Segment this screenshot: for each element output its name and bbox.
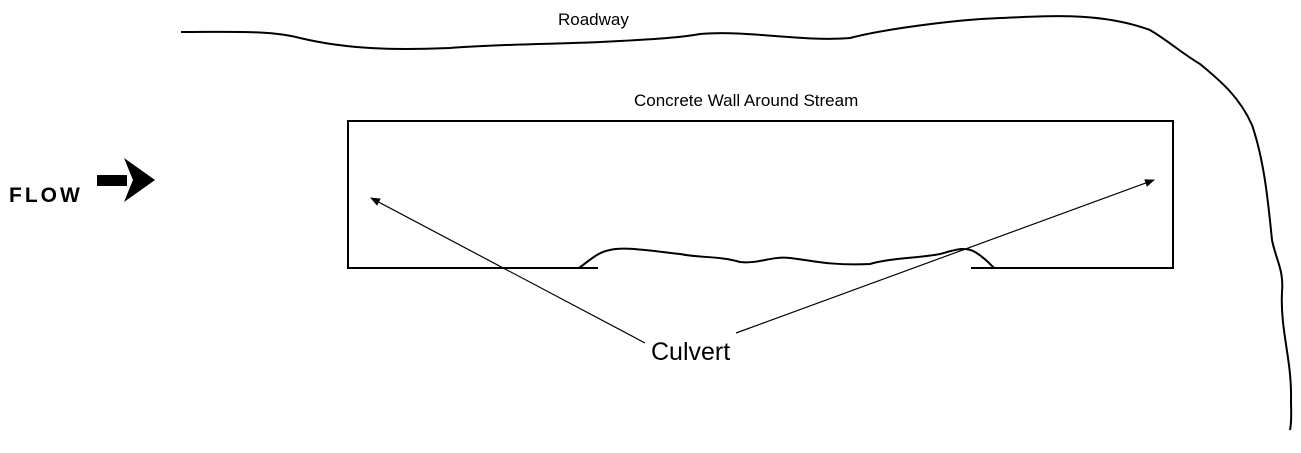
concrete-wall-label: Concrete Wall Around Stream xyxy=(634,91,859,110)
roadway-label: Roadway xyxy=(558,10,629,29)
concrete-wall-outline xyxy=(347,120,1174,269)
stream-bank-line xyxy=(1149,29,1293,431)
culvert-channel-line xyxy=(578,247,995,269)
culvert-arrow-left xyxy=(370,197,646,344)
right-arrow-icon xyxy=(97,158,155,202)
culvert-label: Culvert xyxy=(651,338,731,366)
flow-label: FLOW xyxy=(9,184,83,207)
roadway-edge-line xyxy=(180,15,1151,50)
culvert-arrow-right xyxy=(735,179,1155,334)
